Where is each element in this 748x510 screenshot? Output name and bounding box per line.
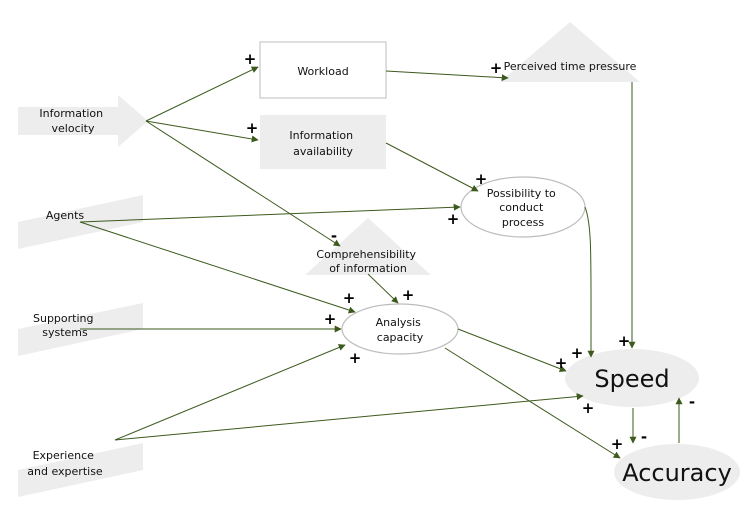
analysis-capacity-ellipse xyxy=(341,303,459,355)
sign-time-pressure-speed: + xyxy=(618,332,631,350)
edge-comprehensibility-analysis xyxy=(367,273,399,304)
edge-workload-time-pressure xyxy=(385,70,509,82)
sign-analysis-accuracy: + xyxy=(611,435,624,453)
comprehensibility-label: Comprehensibility of information xyxy=(316,248,419,275)
workload-label: Workload xyxy=(297,65,348,78)
edge-possibility-speed xyxy=(584,206,595,358)
sign-experience-analysis: + xyxy=(349,349,362,367)
perceived-time-pressure-label: Perceived time pressure xyxy=(504,60,637,73)
sign-velocity-availability: + xyxy=(246,119,259,137)
sign-comprehensibility-analysis: + xyxy=(402,286,415,304)
edge-velocity-comprehensibility xyxy=(145,120,341,247)
accuracy-label: Accuracy xyxy=(622,459,732,487)
edge-velocity-workload xyxy=(145,66,259,122)
information-availability-label: Information availability xyxy=(289,129,356,158)
accuracy-ellipse xyxy=(614,444,740,500)
speed-label: Speed xyxy=(594,365,669,393)
sign-experience-speed: + xyxy=(582,399,595,417)
sign-speed-accuracy: - xyxy=(641,428,647,446)
information-velocity-arrow-shape xyxy=(18,95,148,147)
edge-analysis-accuracy xyxy=(444,347,621,459)
sign-agents-analysis: + xyxy=(343,289,356,307)
edge-experience-speed xyxy=(114,393,584,441)
edge-agents-analysis xyxy=(79,221,356,314)
edge-velocity-availability xyxy=(145,120,259,143)
information-availability-box xyxy=(260,115,386,169)
analysis-capacity-label: Analysis capacity xyxy=(376,316,425,344)
sign-availability-possibility: + xyxy=(475,170,488,188)
experience-shape xyxy=(18,443,143,497)
sign-supporting-analysis: + xyxy=(324,310,337,328)
sign-workload-time-pressure: + xyxy=(490,59,503,77)
experience-label: Experience and expertise xyxy=(27,449,103,478)
sign-possibility-speed: + xyxy=(571,344,584,362)
sign-agents-possibility: + xyxy=(447,210,460,228)
sign-velocity-comprehensibility: - xyxy=(331,227,337,245)
workload-box xyxy=(259,41,387,99)
edge-agents-possibility xyxy=(79,203,461,223)
supporting-systems-label: Supporting systems xyxy=(33,312,97,339)
edge-availability-possibility xyxy=(385,142,479,192)
comprehensibility-shape xyxy=(305,218,431,275)
sign-accuracy-speed: - xyxy=(689,393,695,411)
sign-analysis-speed: + xyxy=(555,354,568,372)
speed-ellipse xyxy=(565,349,699,407)
edge-analysis-speed xyxy=(457,328,567,372)
information-velocity-label: Information velocity xyxy=(39,107,106,135)
perceived-time-pressure-shape xyxy=(500,22,640,82)
agents-label: Agents xyxy=(46,209,85,222)
possibility-label: Possibility to conduct process xyxy=(487,187,560,229)
edge-experience-analysis xyxy=(114,344,346,441)
sign-velocity-workload: + xyxy=(244,50,257,68)
